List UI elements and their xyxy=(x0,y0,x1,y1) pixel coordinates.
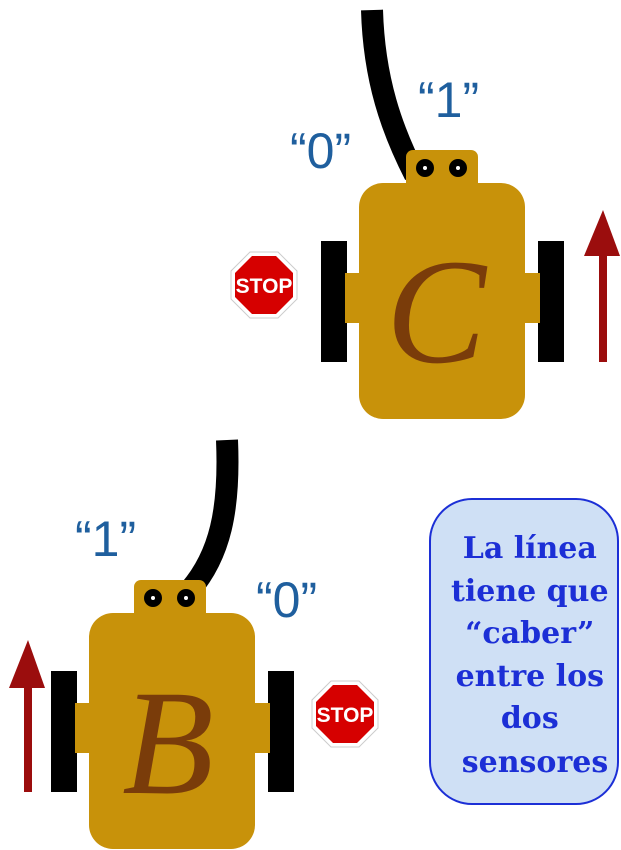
robot-letter-c: C xyxy=(386,229,488,395)
stop-sign-text-c: STOP xyxy=(236,275,293,298)
robot-c-group: “1” “0” C STOP xyxy=(230,9,620,419)
note-box: La línea tiene que “caber” entre los dos… xyxy=(429,498,619,805)
wheel-c-left xyxy=(321,241,347,362)
note-line-5: dos xyxy=(501,701,559,736)
track-line-c xyxy=(361,9,425,181)
stop-sign-b: STOP xyxy=(311,680,379,748)
direction-arrow-b xyxy=(9,640,45,792)
sensor-label-c-left: “0” xyxy=(290,123,351,179)
note-box-background xyxy=(429,498,619,805)
track-line-b xyxy=(181,439,239,598)
note-line-2: tiene que xyxy=(451,574,609,609)
sensor-label-b-left: “1” xyxy=(75,511,136,567)
direction-arrow-c xyxy=(584,210,620,362)
sensor-label-b-right: “0” xyxy=(256,572,317,628)
note-line-3: “caber” xyxy=(465,616,594,651)
note-text: La línea tiene que “caber” entre los dos… xyxy=(451,531,619,780)
stop-sign-c: STOP xyxy=(230,251,298,319)
note-line-1: La línea xyxy=(463,531,597,566)
robot-letter-b: B xyxy=(122,660,214,826)
stop-sign-text-b: STOP xyxy=(317,704,374,727)
sensor-eye-b-right xyxy=(177,589,195,607)
robot-body-c xyxy=(359,183,525,419)
wheel-c-right xyxy=(538,241,564,362)
note-line-4: entre los xyxy=(456,659,604,694)
robot-body-b xyxy=(89,613,255,849)
wheel-b-right xyxy=(268,671,294,792)
sensor-eye-c-right xyxy=(449,159,467,177)
sensor-label-c-right: “1” xyxy=(418,72,479,128)
sensor-eye-c-left xyxy=(416,159,434,177)
wheel-b-left xyxy=(51,671,77,792)
robot-b-group: “1” “0” B STOP xyxy=(9,439,379,849)
sensor-eye-b-left xyxy=(144,589,162,607)
note-line-6: sensores xyxy=(462,745,608,780)
